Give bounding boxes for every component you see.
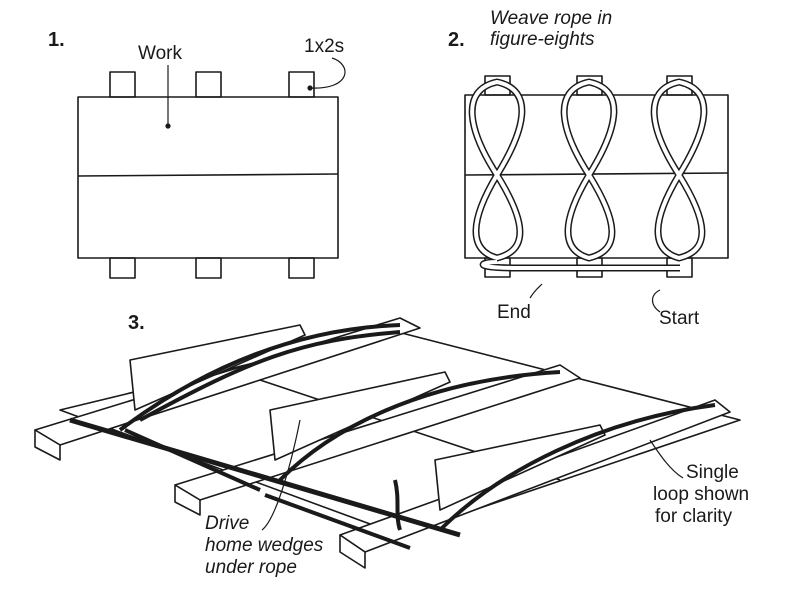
board: [109, 257, 136, 279]
panel1-number: 1.: [48, 29, 65, 51]
loop-line2: loop shown: [653, 484, 750, 505]
panel3-drawing: [34, 317, 741, 569]
end-label: End: [497, 302, 531, 323]
work-piece: [464, 94, 729, 259]
wedge-line1: Drive: [205, 513, 250, 534]
panel1-drawing: [77, 57, 346, 279]
board: [288, 71, 315, 98]
panel3-number: 3.: [128, 312, 145, 334]
wedge: [269, 371, 451, 461]
board: [195, 257, 222, 279]
start-label: Start: [659, 308, 700, 329]
boards-label: 1x2s: [304, 36, 345, 57]
wedge-line2: home wedges: [205, 535, 324, 556]
board: [195, 71, 222, 98]
work-piece: [77, 96, 339, 259]
panel2-number: 2.: [448, 29, 465, 51]
wedge-line3: under rope: [205, 557, 297, 578]
wedge: [129, 324, 306, 411]
panel2-drawing: [464, 75, 729, 313]
caption-line2: figure-eights: [490, 29, 595, 50]
board: [288, 257, 315, 279]
caption-line1: Weave rope in: [490, 8, 613, 29]
board: [109, 71, 136, 98]
work-label: Work: [138, 43, 182, 64]
loop-line3: for clarity: [655, 506, 733, 527]
loop-line1: Single: [686, 462, 739, 483]
